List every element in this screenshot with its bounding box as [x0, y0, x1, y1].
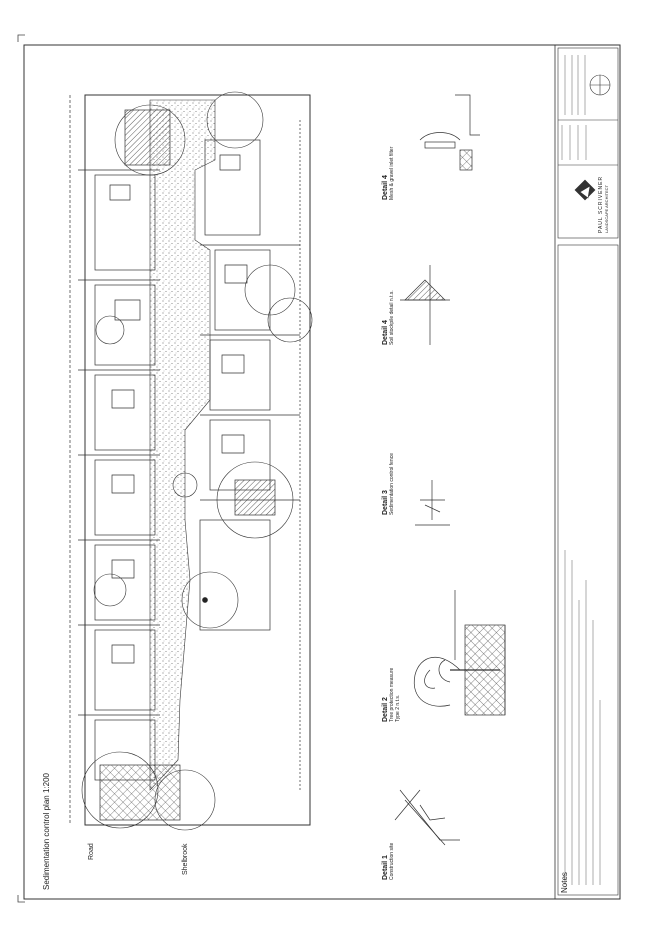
firm-name-block: PAUL SCRIVENER LANDSCAPE ARCHITECT	[598, 176, 609, 233]
detail-4-drawing	[400, 265, 450, 345]
detail-1-drawing	[394, 789, 460, 846]
road-label: Road	[88, 843, 95, 860]
detail-4b-title: Detail 4	[382, 175, 389, 200]
detail-4-title: Detail 4	[382, 320, 389, 345]
detail-3-subtitle: Sedimentation control fence	[389, 453, 395, 515]
detail-3-title: Detail 3	[382, 490, 389, 515]
plan-scale: 1:200	[42, 773, 51, 794]
detail-1-title: Detail 1	[382, 855, 389, 880]
detail-1: Detail 1 Construction site	[382, 843, 395, 880]
detail-4-subtitle: Soil stockpile detail n.t.s.	[389, 290, 395, 345]
detail-2-title: Detail 2	[382, 697, 389, 722]
tree-protection-zone-1	[124, 109, 171, 166]
plan-title-text: Sedimentation control plan	[42, 795, 51, 890]
site-plan	[69, 91, 313, 831]
tree-protection-zone-3	[99, 764, 181, 821]
notes-box	[557, 244, 619, 896]
detail-1-subtitle: Construction site	[389, 842, 395, 880]
driveway	[149, 99, 216, 791]
detail-4b: Detail 4 Mesh & gravel inlet filter	[382, 147, 395, 200]
detail-4: Detail 4 Soil stockpile detail n.t.s.	[382, 290, 395, 345]
detail-4b-drawing	[419, 94, 480, 171]
detail-2-drawing	[413, 590, 506, 716]
detail-3: Detail 3 Sedimentation control fence	[382, 453, 395, 515]
detail-2-subtitle-2: Type 2 n.t.s.	[395, 694, 401, 722]
tree-canopies	[81, 91, 313, 831]
plan-title: Sedimentation control plan 1:200	[42, 773, 51, 890]
detail-drawings	[394, 94, 506, 846]
detail-4b-subtitle: Mesh & gravel inlet filter	[389, 146, 395, 200]
street-label: Shelbrook	[182, 843, 189, 875]
crop-marks	[17, 34, 25, 903]
detail-2: Detail 2 Tree protection measure Type 2 …	[382, 668, 401, 722]
title-block	[557, 47, 619, 896]
detail-3-drawing	[415, 480, 450, 526]
sheet-border	[23, 44, 621, 900]
firm-subtitle: LANDSCAPE ARCHITECT	[604, 184, 609, 233]
tree-protection-zone-2	[234, 479, 276, 516]
right-units	[199, 139, 300, 631]
left-units	[78, 169, 160, 781]
notes-title: Notes	[560, 872, 569, 893]
